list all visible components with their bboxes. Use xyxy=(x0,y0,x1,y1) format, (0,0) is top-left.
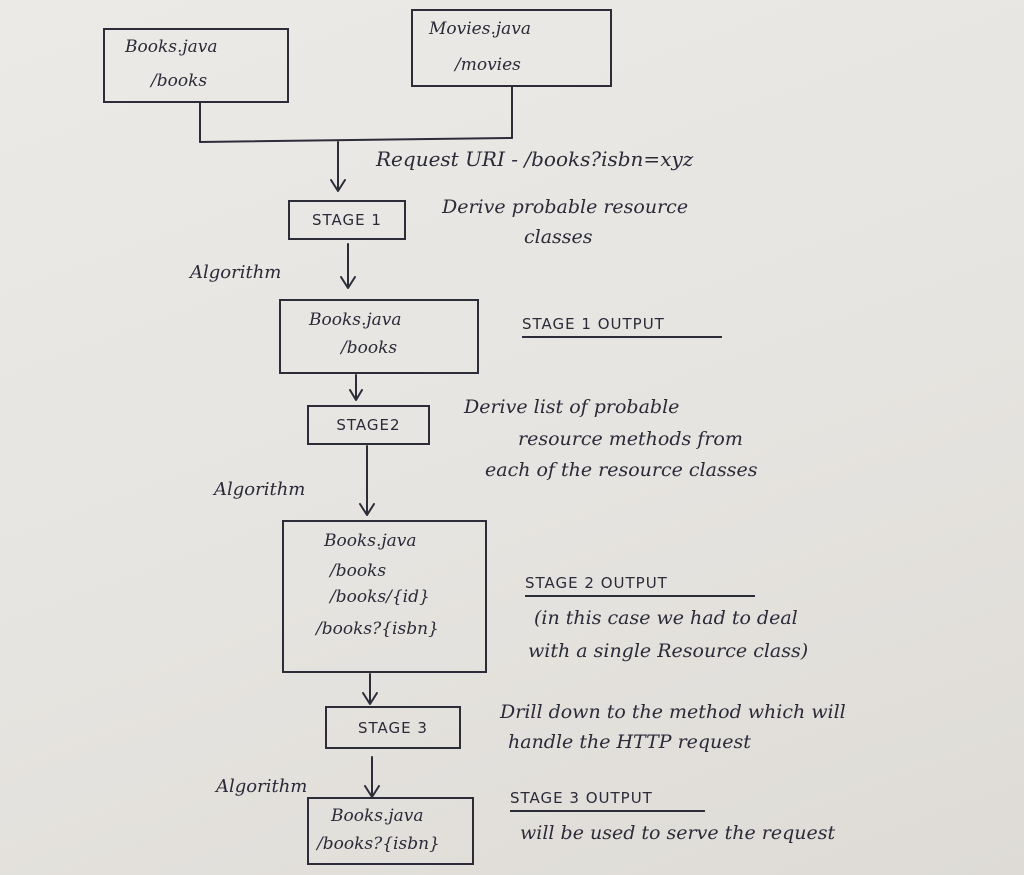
stage1-output-title: STAGE 1 OUTPUT xyxy=(522,315,722,338)
stage2-box: STAGE2 xyxy=(307,405,430,445)
stage3-output-file: Books.java xyxy=(331,806,424,826)
stage1-box: STAGE 1 xyxy=(288,200,406,240)
stage2-output-box: Books.java /books /books/{id} /books?{is… xyxy=(282,520,487,673)
stage2-desc-line2: resource methods from xyxy=(518,428,743,450)
stage1-desc-line2: classes xyxy=(524,226,593,248)
stage2-output-path1: /books xyxy=(330,561,387,581)
arrow-to-stage1-output xyxy=(340,243,356,289)
request-uri: Request URI - /books?isbn=xyz xyxy=(376,147,694,171)
stage2-output-path3: /books?{isbn} xyxy=(316,619,439,639)
books-class-path: /books xyxy=(151,71,208,91)
stage2-desc-line1: Derive list of probable xyxy=(464,396,680,418)
stage3-output-title: STAGE 3 OUTPUT xyxy=(510,789,705,812)
stage1-output-box: Books.java /books xyxy=(279,299,479,374)
movies-class-box: Movies.java /movies xyxy=(411,9,612,87)
movies-class-path: /movies xyxy=(455,55,521,75)
arrow-to-stage2 xyxy=(349,374,363,401)
algorithm-label-3: Algorithm xyxy=(216,776,308,797)
arrow-to-stage3 xyxy=(362,673,378,705)
arrow-to-stage3-output xyxy=(364,756,380,798)
books-class-file: Books.java xyxy=(125,37,218,57)
stage2-output-path2: /books/{id} xyxy=(330,587,430,607)
arrow-to-stage1 xyxy=(330,141,346,192)
stage2-desc-line3: each of the resource classes xyxy=(485,459,758,481)
movies-class-file: Movies.java xyxy=(429,19,532,39)
stage3-output-path: /books?{isbn} xyxy=(317,834,440,854)
stage3-desc-line2: handle the HTTP request xyxy=(508,731,751,753)
stage1-output-file: Books.java xyxy=(309,310,402,330)
books-class-box: Books.java /books xyxy=(103,28,289,103)
stage3-output-note: will be used to serve the request xyxy=(520,822,836,844)
algorithm-label-1: Algorithm xyxy=(190,262,282,283)
stage1-output-path: /books xyxy=(341,338,398,358)
stage2-output-title: STAGE 2 OUTPUT xyxy=(525,574,755,597)
stage3-box: STAGE 3 xyxy=(325,706,461,749)
stage3-desc-line1: Drill down to the method which will xyxy=(500,701,846,723)
stage1-desc-line1: Derive probable resource xyxy=(442,196,689,218)
stage3-output-box: Books.java /books?{isbn} xyxy=(307,797,474,865)
merge-line xyxy=(199,137,513,143)
arrow-to-stage2-output xyxy=(359,445,375,516)
stage2-output-note-line1: (in this case we had to deal xyxy=(534,607,798,629)
stage2-output-note-line2: with a single Resource class) xyxy=(528,640,809,662)
stage2-output-file: Books.java xyxy=(324,531,417,551)
algorithm-label-2: Algorithm xyxy=(214,479,306,500)
